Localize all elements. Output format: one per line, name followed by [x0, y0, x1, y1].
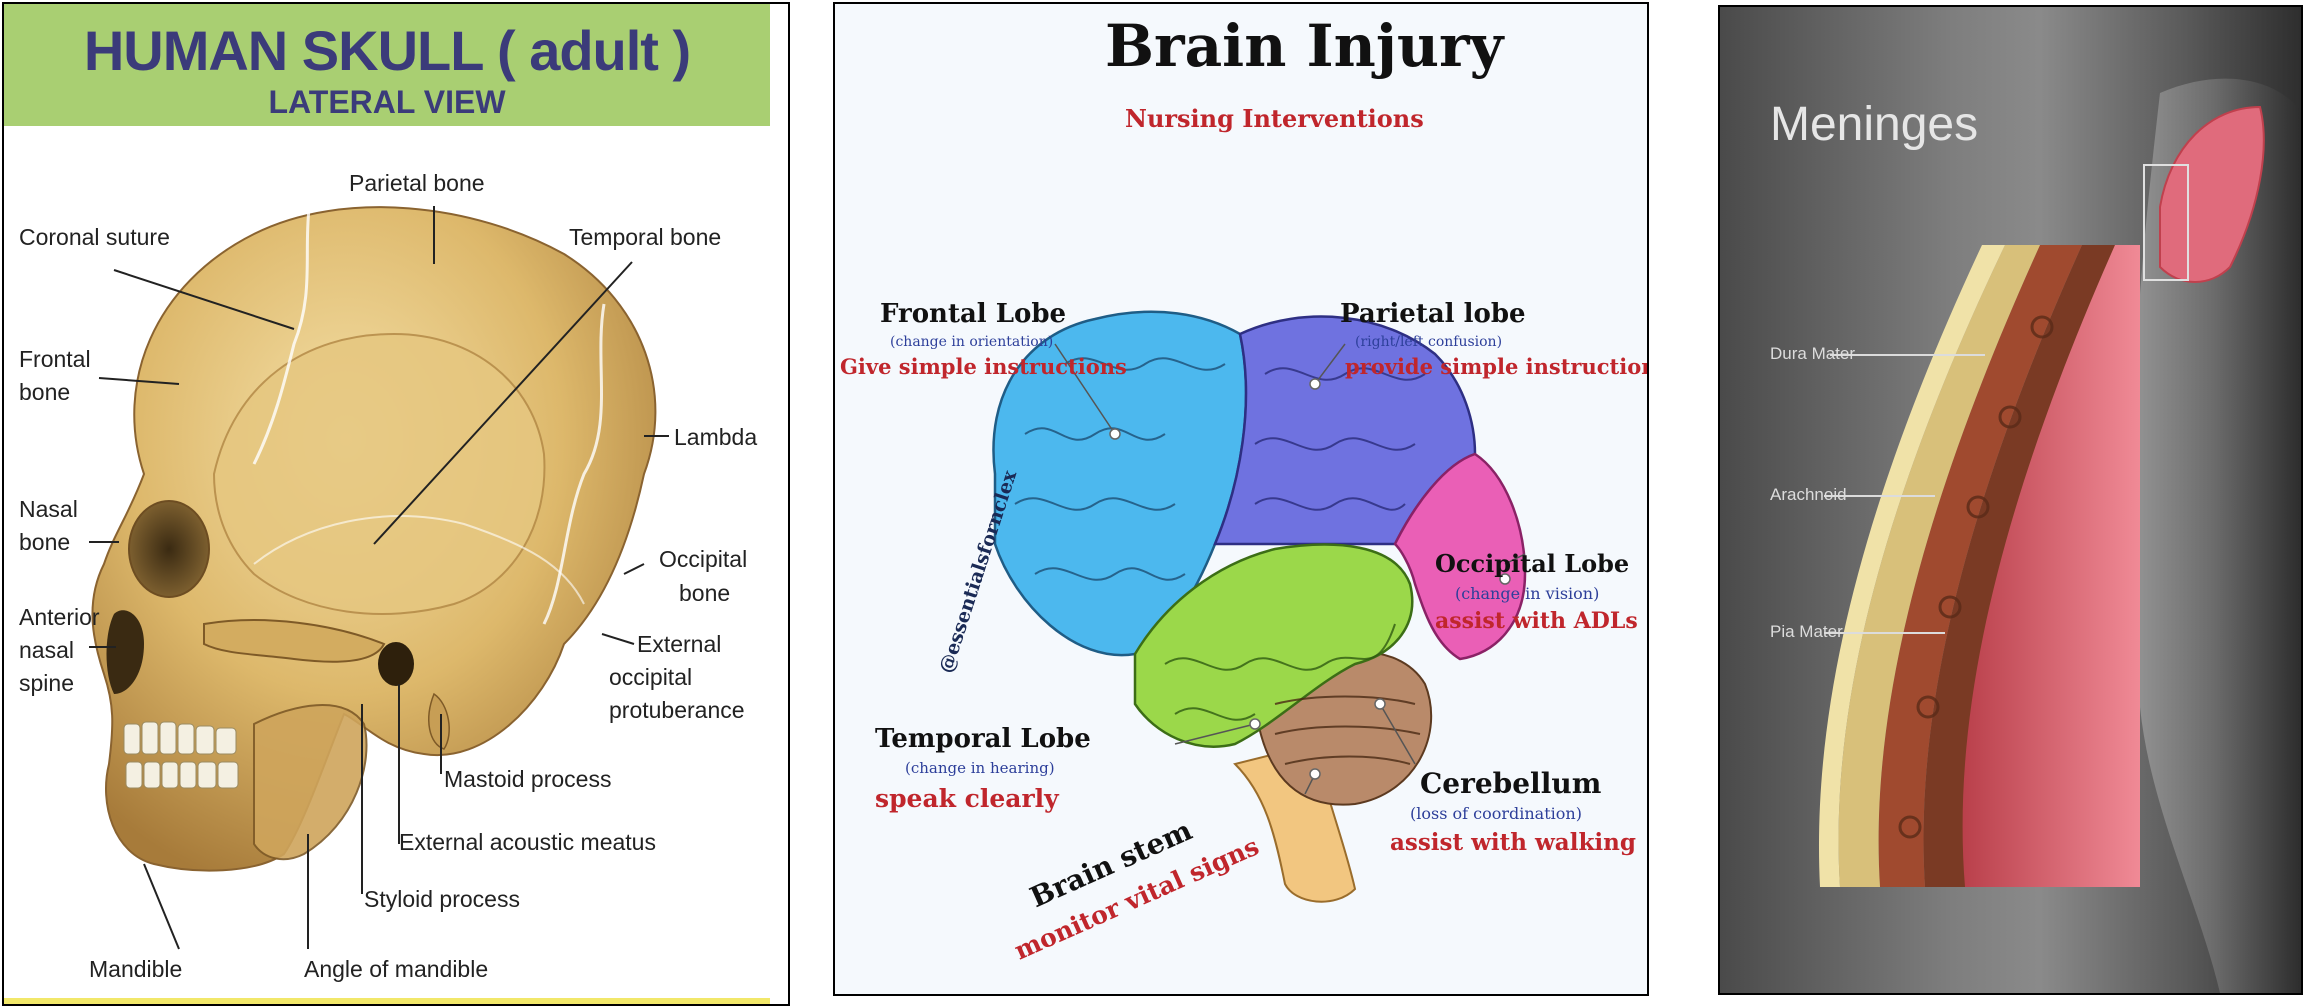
label-pia-mater: Pia Mater [1770, 622, 1843, 641]
teeth [123, 721, 239, 789]
skull-leader-lines [89, 206, 669, 950]
label-external-occipital-protuberance-2: occipital [609, 664, 693, 690]
occipital-lobe-action: assist with ADLs [1435, 608, 1638, 634]
temporal-lobe-region [1133, 543, 1414, 748]
orbit [128, 500, 210, 598]
label-coronal-suture: Coronal suture [19, 224, 170, 250]
brain-title: Brain Injury [1105, 12, 1504, 80]
brain-leader-dots [1109, 378, 1511, 780]
temporal-fossa [212, 332, 546, 615]
label-occipital-bone-1: Occipital [659, 546, 748, 572]
label-occipital-bone-2: bone [679, 580, 731, 606]
skull-title: HUMAN SKULL ( adult ) [83, 19, 691, 82]
mastoid [428, 692, 450, 750]
skull-subtitle: LATERAL VIEW [268, 84, 506, 120]
label-mastoid-process: Mastoid process [444, 766, 612, 792]
brain-illustration [992, 310, 1527, 903]
label-styloid-process: Styloid process [364, 886, 520, 912]
occipital-lobe-note: (change in vision) [1455, 584, 1600, 603]
meninges-title: Meninges [1770, 98, 1979, 151]
occipital-lobe-name: Occipital Lobe [1435, 549, 1630, 578]
pia-layer [1923, 245, 2115, 887]
mandible-ramus [253, 704, 368, 861]
head-brain-inset [2159, 105, 2265, 283]
meninges-panel: Meninges Dura Mater Arachnoid Pia Mater [1718, 5, 2303, 995]
brain-subtitle: Nursing Interventions [1125, 104, 1424, 133]
parietal-lobe-action: provide simple instructions [1345, 354, 1649, 379]
head-silhouette [2121, 78, 2301, 993]
parietal-gyri [1254, 367, 1426, 511]
frontal-lobe-note: (change in orientation) [890, 334, 1054, 350]
brain-panel: Brain Injury Nursing Interventions Front… [833, 2, 1649, 996]
arachnoid-layer [1878, 245, 2082, 887]
skull-illustration [89, 206, 669, 950]
label-anterior-nasal-spine-3: spine [19, 670, 74, 696]
skull-panel: HUMAN SKULL ( adult ) LATERAL VIEW [2, 2, 790, 1006]
dura-layer [1838, 245, 2040, 887]
label-lambda: Lambda [674, 424, 758, 450]
zygomatic-arch [203, 619, 386, 663]
spongy-bone-pattern [1898, 315, 2054, 839]
parietal-lobe-name: Parietal lobe [1340, 299, 1526, 329]
label-dura-mater: Dura Mater [1770, 344, 1856, 363]
occipital-lobe-region [1393, 452, 1527, 661]
coronal-suture-line [252, 208, 311, 465]
nasal-cavity [106, 610, 144, 694]
brain-surface [1948, 245, 2140, 887]
frontal-lobe-action: Give simple instructions [840, 354, 1127, 379]
label-nasal-bone-1: Nasal [19, 496, 78, 522]
label-external-occipital-protuberance-3: protuberance [609, 697, 745, 723]
head-zoom-box [2143, 164, 2189, 281]
label-anterior-nasal-spine-1: Anterior [19, 604, 100, 630]
meninges-illustration [1818, 78, 2301, 993]
label-frontal-bone-1: Frontal [19, 346, 91, 372]
cerebellum-name: Cerebellum [1420, 767, 1602, 800]
cerebellum-action: assist with walking [1390, 829, 1636, 856]
label-external-acoustic-meatus: External acoustic meatus [399, 829, 656, 855]
squamous-suture-line [253, 515, 585, 605]
acoustic-meatus [378, 642, 414, 686]
brain-leader-lines [1054, 343, 1526, 795]
skull-header [4, 4, 770, 126]
temporal-lobe-action: speak clearly [875, 784, 1059, 813]
skull-footer-strip [4, 998, 770, 1004]
temporal-lobe-name: Temporal Lobe [875, 724, 1091, 754]
temporal-lobe-note: (change in hearing) [905, 759, 1055, 777]
parietal-lobe-note: (right/left confusion) [1355, 334, 1503, 350]
label-temporal-bone: Temporal bone [569, 224, 722, 250]
label-parietal-bone: Parietal bone [349, 170, 485, 196]
label-angle-of-mandible: Angle of mandible [304, 956, 489, 982]
lambdoid-suture-line [542, 303, 606, 625]
label-mandible: Mandible [89, 956, 183, 982]
label-nasal-bone-2: bone [19, 529, 71, 555]
label-external-occipital-protuberance-1: External [637, 631, 722, 657]
cerebellum-folia [1274, 695, 1421, 765]
label-anterior-nasal-spine-2: nasal [19, 637, 74, 663]
frontal-gyri [1014, 357, 1226, 581]
temporal-gyri [1164, 623, 1396, 721]
meninges-leader-lines [1824, 354, 1985, 634]
label-frontal-bone-2: bone [19, 379, 71, 405]
cerebellum-note: (loss of coordination) [1410, 804, 1582, 823]
skin-layer [1818, 245, 2005, 887]
label-arachnoid: Arachnoid [1770, 485, 1847, 504]
frontal-lobe-name: Frontal Lobe [880, 299, 1067, 329]
